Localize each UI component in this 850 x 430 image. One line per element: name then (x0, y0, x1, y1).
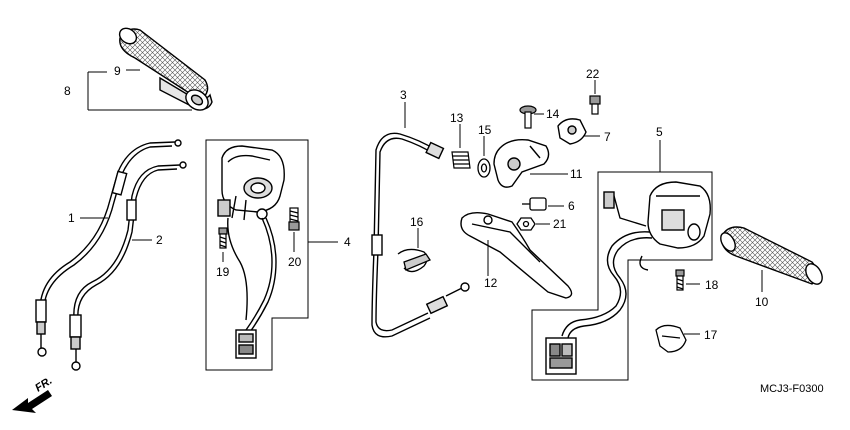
left-switch-frame (205, 139, 338, 371)
callout-1-2-leaders (80, 217, 152, 241)
callout-10: 10 (755, 295, 769, 309)
right-switch-wiring (545, 231, 653, 375)
screw-20 (288, 207, 300, 231)
callout-19: 19 (216, 265, 230, 279)
clip-17 (655, 324, 687, 353)
left-switch-wiring (227, 217, 277, 359)
front-direction-arrow-icon (12, 390, 52, 413)
callout-9: 9 (114, 64, 121, 78)
left-switch-housing (217, 145, 285, 221)
clutch-lever-12 (460, 211, 573, 299)
callout-21: 21 (553, 217, 567, 231)
callout-2: 2 (156, 233, 163, 247)
front-marker-label: FR. (33, 375, 54, 395)
callout-6: 6 (568, 199, 575, 213)
holder-7 (557, 118, 587, 145)
throttle-cable-2 (69, 161, 187, 371)
cable-clamp-16 (397, 248, 431, 273)
nut-21 (516, 217, 536, 231)
throttle-cable-1 (35, 139, 182, 357)
callout-18: 18 (705, 278, 719, 292)
washer-15 (477, 158, 491, 178)
diagram-code: MCJ3-F0300 (760, 383, 824, 395)
screw-19 (218, 227, 228, 249)
callout-17: 17 (704, 328, 718, 342)
left-throttle-grip (118, 27, 213, 111)
right-switch-housing (603, 181, 711, 249)
screw-14 (519, 105, 537, 129)
callout-8-9-leader (87, 69, 192, 111)
callout-15: 15 (478, 123, 492, 137)
callout-13: 13 (450, 111, 464, 125)
clutch-cable (371, 132, 470, 338)
right-grip (720, 226, 823, 285)
clutch-switch-6 (522, 197, 547, 211)
callout-12: 12 (484, 276, 498, 290)
callout-14: 14 (546, 107, 560, 121)
callout-22: 22 (586, 67, 600, 81)
callout-3: 3 (400, 88, 407, 102)
lever-bracket-11 (493, 138, 550, 188)
callout-4: 4 (344, 235, 351, 249)
right-switch-frame (531, 140, 713, 381)
bolt-22 (589, 95, 601, 115)
callout-11: 11 (570, 167, 583, 181)
callout-20: 20 (288, 255, 302, 269)
callout-16: 16 (410, 215, 424, 229)
callout-1: 1 (68, 211, 75, 225)
callout-8: 8 (64, 84, 71, 98)
adjuster-bolt-13 (451, 151, 471, 169)
callout-5: 5 (656, 125, 663, 139)
screw-18 (675, 269, 685, 291)
callout-7: 7 (604, 130, 611, 144)
